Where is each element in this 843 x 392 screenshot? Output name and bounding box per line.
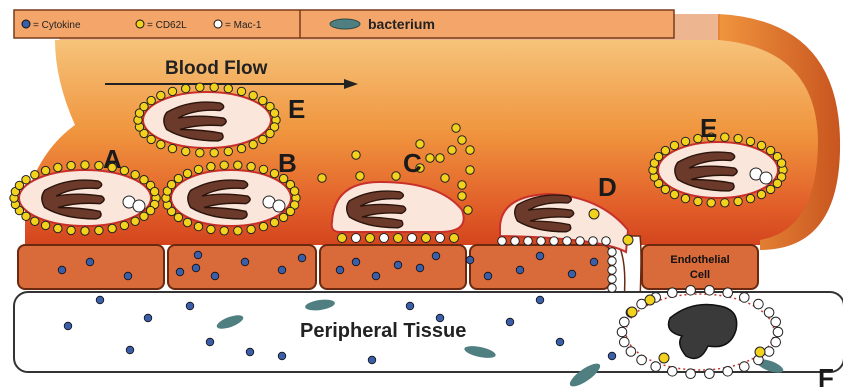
- stage-label-e-upper: E: [288, 94, 305, 124]
- cytokine-icon: [536, 252, 544, 260]
- cytokine-icon: [241, 258, 249, 266]
- cytokine-icon: [22, 20, 30, 28]
- leukocyte-a-rolling: [10, 161, 160, 235]
- endothelial-cell: [168, 245, 316, 289]
- cytokine-icon: [466, 256, 474, 264]
- cytokine-icon: [278, 266, 286, 274]
- endothelial-label-line1: Endothelial: [670, 254, 729, 266]
- cytokine-icon: [416, 264, 424, 272]
- stage-label-c: C: [403, 148, 422, 178]
- leukocyte-f-migrated: [617, 286, 783, 379]
- mac1-icon: [214, 20, 222, 28]
- cytokine-icon: [211, 272, 219, 280]
- legend-mac1: = Mac-1: [225, 20, 262, 31]
- cytokine-icon: [506, 318, 514, 326]
- cytokine-icon: [516, 266, 524, 274]
- blood-flow-label: Blood Flow: [165, 58, 268, 79]
- bacterium-legend-icon: [330, 19, 360, 29]
- cytokine-icon: [86, 258, 94, 266]
- endothelial-label-line2: Cell: [690, 269, 710, 281]
- cytokine-icon: [298, 254, 306, 262]
- cytokine-icon: [406, 302, 414, 310]
- cytokine-icon: [590, 258, 598, 266]
- legend-bacterium: bacterium: [368, 16, 435, 32]
- cd62l-icon: [136, 20, 144, 28]
- cytokine-icon: [352, 258, 360, 266]
- cytokine-icon: [436, 314, 444, 322]
- endothelium: Endothelial Cell: [18, 236, 758, 300]
- cytokine-icon: [246, 348, 254, 356]
- stage-label-b: B: [278, 148, 297, 178]
- endothelial-cell: [18, 245, 164, 289]
- cytokine-icon: [568, 270, 576, 278]
- peripheral-tissue-label: Peripheral Tissue: [300, 320, 466, 342]
- endothelial-cell-labeled: [642, 245, 758, 289]
- cytokine-icon: [432, 252, 440, 260]
- cytokine-icon: [278, 352, 286, 360]
- cytokine-icon: [192, 264, 200, 272]
- cytokine-icon: [176, 268, 184, 276]
- legend-cd62l: = CD62L: [147, 20, 187, 31]
- cytokine-icon: [556, 338, 564, 346]
- endothelial-cell: [470, 245, 610, 289]
- stage-label-a: A: [103, 144, 122, 174]
- cytokine-icon: [368, 356, 376, 364]
- cytokine-icon: [126, 346, 134, 354]
- cytokine-icon: [206, 338, 214, 346]
- cytokine-icon: [536, 296, 544, 304]
- stage-label-f: F: [818, 363, 834, 387]
- legend: = Cytokine = CD62L = Mac-1 bacterium: [14, 10, 674, 38]
- cytokine-icon: [394, 261, 402, 269]
- cytokine-icon: [194, 251, 202, 259]
- cytokine-icon: [64, 322, 72, 330]
- cytokine-icon: [58, 266, 66, 274]
- cytokine-icon: [336, 266, 344, 274]
- stage-label-d: D: [598, 172, 617, 202]
- cytokine-icon: [186, 302, 194, 310]
- legend-cytokine: = Cytokine: [33, 20, 81, 31]
- cytokine-icon: [96, 296, 104, 304]
- cytokine-icon: [372, 272, 380, 280]
- cytokine-icon: [124, 272, 132, 280]
- cytokine-icon: [608, 352, 616, 360]
- cytokine-icon: [144, 314, 152, 322]
- stage-label-e-right: E: [700, 113, 717, 143]
- cytokine-icon: [484, 272, 492, 280]
